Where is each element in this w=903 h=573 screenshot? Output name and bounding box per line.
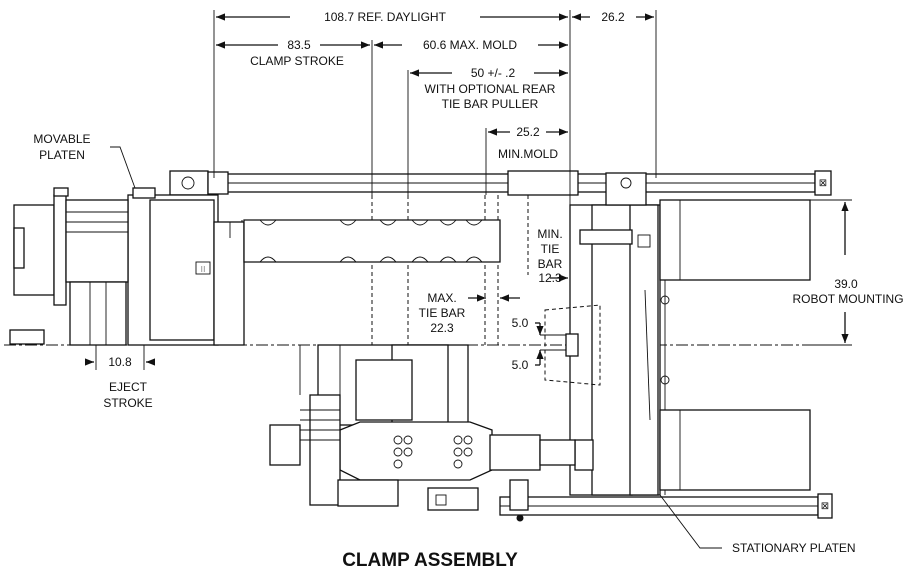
min-tie-bar-3: BAR [538,257,563,271]
offset-upper-label: 5.0 [512,316,529,330]
min-tie-bar-1: MIN. [537,227,562,241]
movable-platen-label-2: PLATEN [39,148,85,162]
rear-puller-line1: WITH OPTIONAL REAR [425,82,556,96]
daylight-label: 108.7 REF. DAYLIGHT [324,10,446,24]
svg-text:⊠: ⊠ [819,178,827,189]
robot-label: ROBOT MOUNTING [792,292,903,306]
robot-value: 39.0 [834,277,858,291]
upper-tie-bar: ⊠ [169,170,832,196]
clamp-stroke-label: CLAMP STROKE [250,54,344,68]
rear-puller-line2: TIE BAR PULLER [442,97,539,111]
bar-notches [229,219,483,263]
moving-mold-bar [243,219,501,263]
max-tie-bar-1: MAX. [427,291,456,305]
svg-text:⁝⁝: ⁝⁝ [200,265,205,274]
svg-text:⊠: ⊠ [821,501,829,512]
max-tie-bar-2: TIE BAR [419,306,466,320]
min-mold-label: MIN.MOLD [498,147,558,161]
injection-unit [269,344,576,522]
offset-lower-label: 5.0 [512,358,529,372]
eject-label-1: EJECT [109,380,148,394]
max-mold-label: 60.6 MAX. MOLD [423,38,517,52]
movable-platen: ⁝⁝ [127,187,245,346]
diagram-title: CLAMP ASSEMBLY [342,550,518,571]
movable-platen-label-1: MOVABLE [33,132,90,146]
stationary-platen [544,172,670,496]
offset-label: 26.2 [601,10,625,24]
lower-tie-bar: ⊠ [499,493,833,519]
min-mold-value: 25.2 [516,125,540,139]
machine-geometry: ⊠ ⊠ ⁝⁝ [4,170,840,522]
clamp-stroke-value: 83.5 [287,38,311,52]
mold-dashed-lines [241,195,529,345]
eject-label-2: STROKE [103,396,152,410]
min-tie-bar-4: 12.3 [538,271,562,285]
rear-puller-value: 50 +/- .2 [471,66,516,80]
robot-mounting-blocks [659,199,811,491]
stationary-platen-label: STATIONARY PLATEN [732,541,856,555]
eject-value: 10.8 [108,355,132,369]
max-tie-bar-3: 22.3 [430,321,454,335]
dimension-labels: 108.7 REF. DAYLIGHT 26.2 83.5 CLAMP STRO… [103,10,903,410]
dimension-lines [84,10,852,370]
min-tie-bar-2: TIE [541,242,560,256]
ejector-assembly [9,187,129,346]
callout-labels: MOVABLE PLATEN STATIONARY PLATEN [33,132,855,555]
leader-lines [110,146,722,549]
